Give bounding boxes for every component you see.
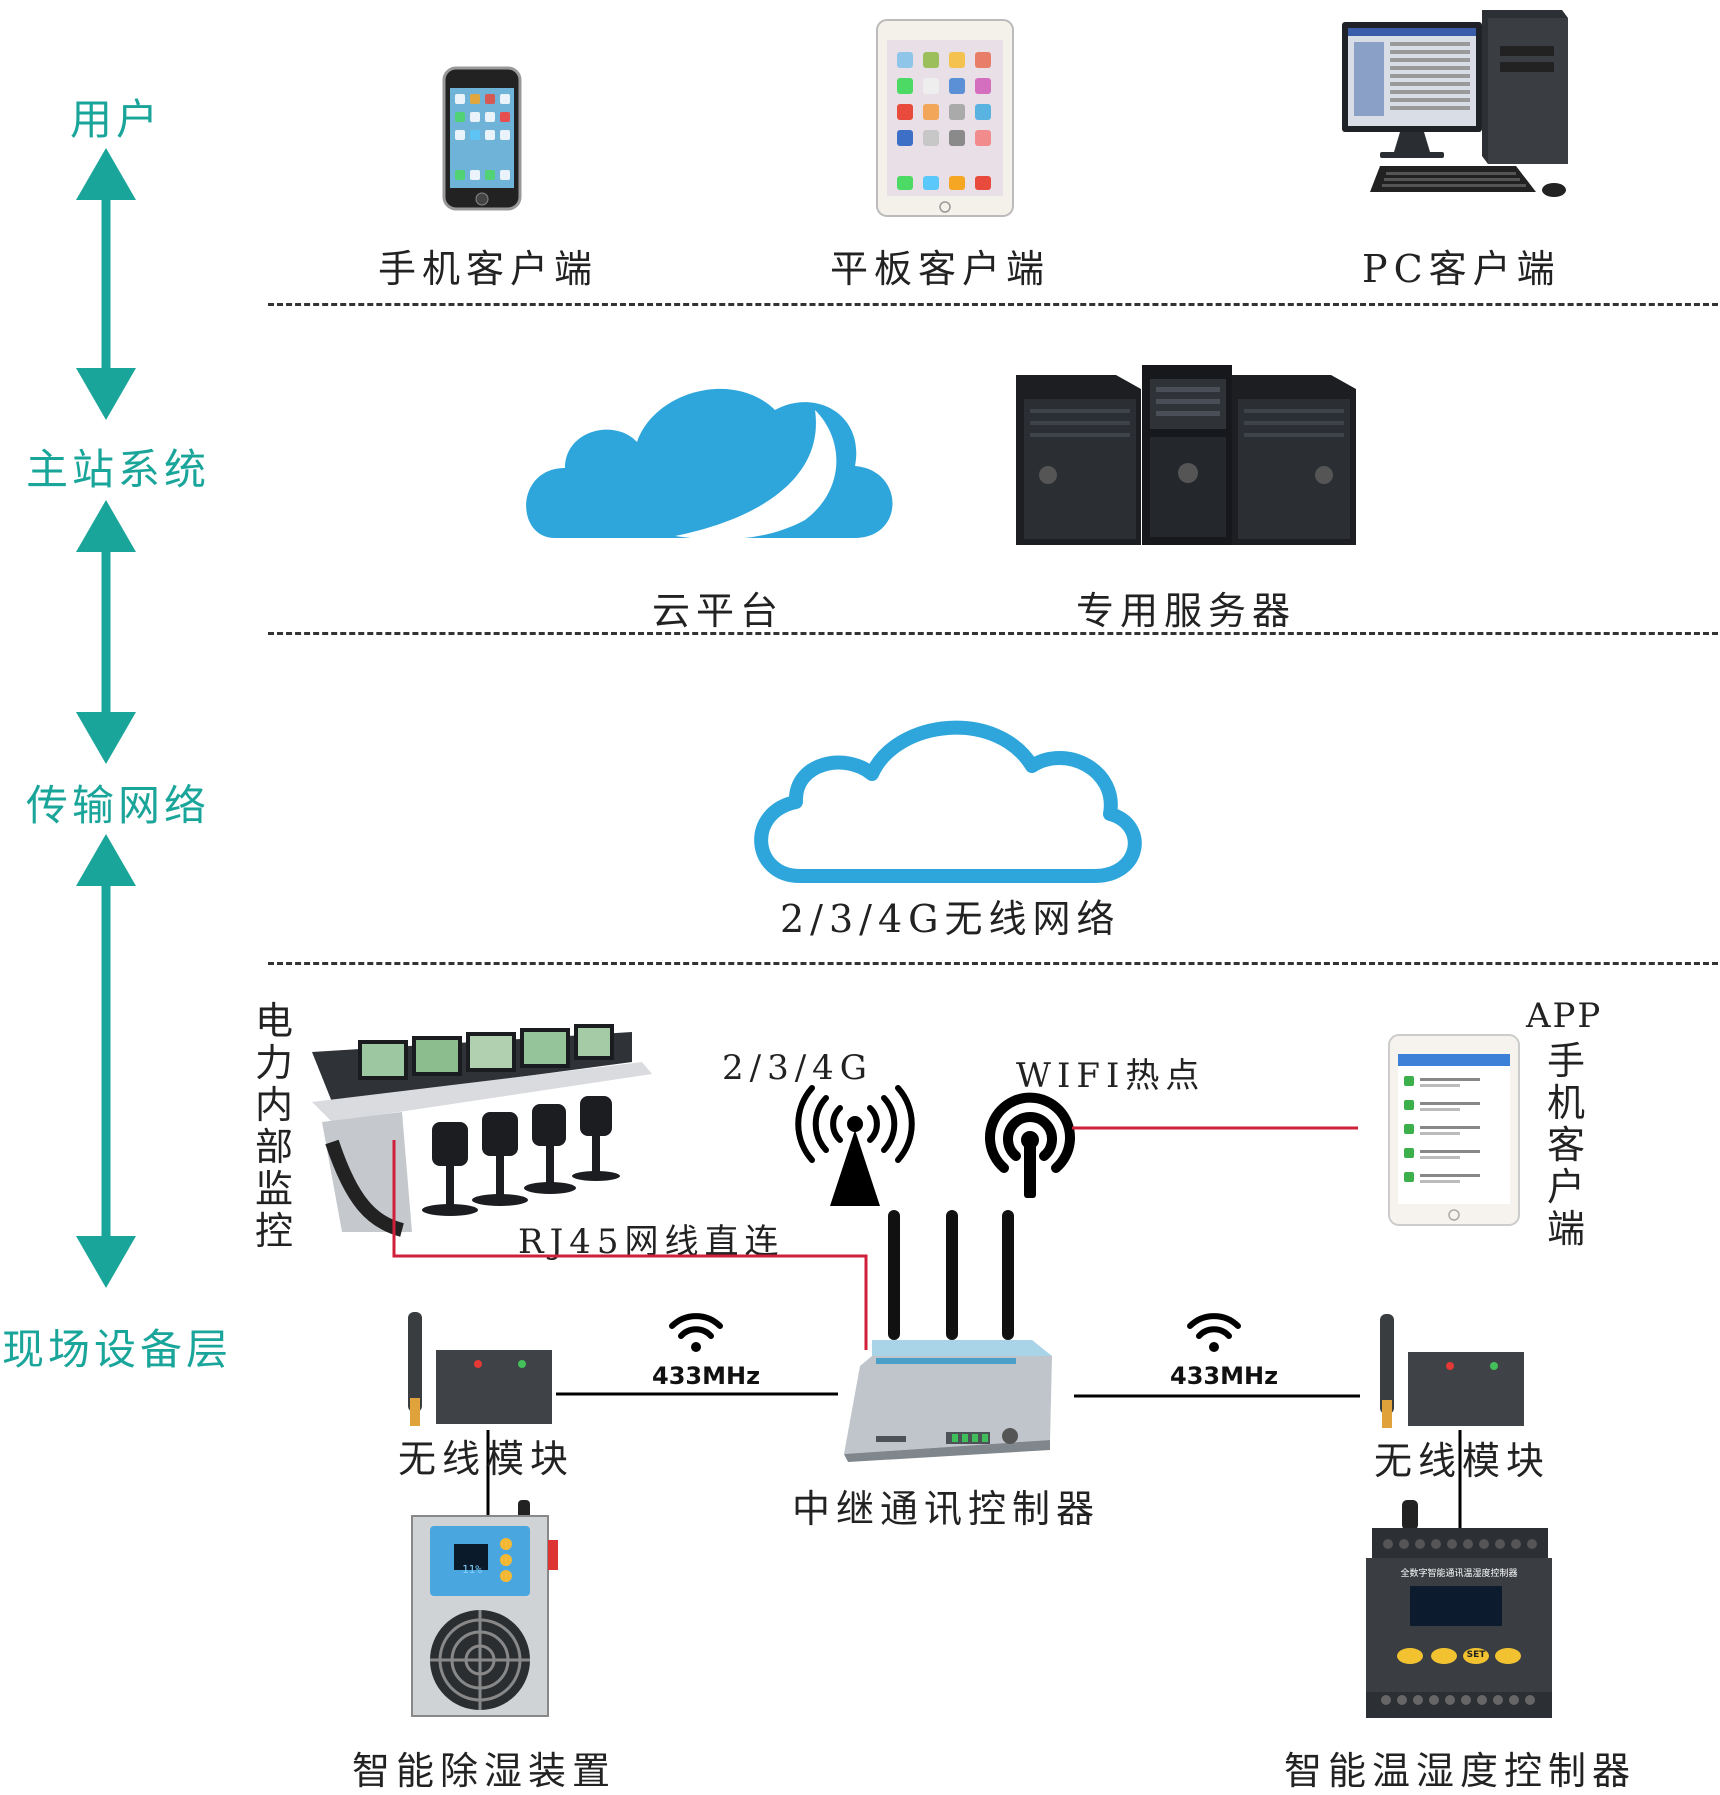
caption-relay-controller: 中继通讯控制器 (792, 1487, 1101, 1531)
caption-wireless-network: 2/3/4G无线网络 (780, 897, 1121, 941)
caption-th-controller: 智能温湿度控制器 (1284, 1749, 1637, 1793)
label-app-client: 手机客户端 (1546, 1039, 1585, 1251)
dehumidifier-device: 11% (410, 1500, 560, 1720)
layer-label-network: 传输网络 (26, 781, 211, 830)
pc-icon (1342, 10, 1568, 197)
caption-wireless-module-left: 无线模块 (398, 1437, 575, 1481)
wifi-signal-icon (669, 1313, 723, 1352)
layer-label-field: 现场设备层 (2, 1325, 233, 1374)
dehumidifier-screen-value: 11% (462, 1563, 482, 1576)
cell-tower-icon (795, 1085, 915, 1206)
server-icon (1016, 365, 1356, 545)
th-set-key: SET (1466, 1650, 1486, 1660)
tablet-icon (1388, 1034, 1520, 1226)
cloud-platform-icon (526, 388, 893, 540)
separator-user (268, 303, 1718, 306)
caption-tablet-client: 平板客户端 (830, 247, 1051, 291)
caption-cloud-platform: 云平台 (652, 589, 785, 633)
wifi-signal-icon (1187, 1313, 1241, 1352)
label-wifi-hotspot: WIFI热点 (1016, 1056, 1206, 1096)
caption-dedicated-server: 专用服务器 (1076, 589, 1297, 633)
caption-phone-client: 手机客户端 (378, 247, 599, 291)
layer-label-user: 用户 (70, 95, 163, 144)
wireless-module-icon (1380, 1314, 1524, 1428)
router-icon (844, 1210, 1052, 1462)
network-cloud-icon (754, 720, 1142, 883)
caption-dehumidifier: 智能除湿装置 (352, 1749, 617, 1793)
th-panel-title: 全数字智能通讯温湿度控制器 (1400, 1569, 1518, 1579)
wifi-hotspot-icon (985, 1092, 1075, 1198)
control-room-icon (312, 1024, 652, 1237)
caption-pc-client: PC客户端 (1362, 247, 1561, 291)
tablet-icon (876, 19, 1014, 217)
separator-master (268, 632, 1718, 635)
label-433mhz-right: 433MHz (1170, 1362, 1279, 1390)
th-controller-device: 全数字智能通讯温湿度控制器 SET (1364, 1500, 1554, 1720)
phone-icon (442, 66, 522, 211)
label-power-monitor: 电力内部监控 (254, 999, 293, 1253)
label-433mhz-left: 433MHz (652, 1362, 761, 1390)
separator-network (268, 962, 1718, 965)
layer-label-master: 主站系统 (26, 445, 211, 494)
wireless-module-icon (408, 1312, 552, 1426)
label-234g-signal: 2/3/4G (722, 1048, 873, 1088)
label-app: APP (1526, 996, 1603, 1036)
caption-wireless-module-right: 无线模块 (1374, 1439, 1551, 1483)
